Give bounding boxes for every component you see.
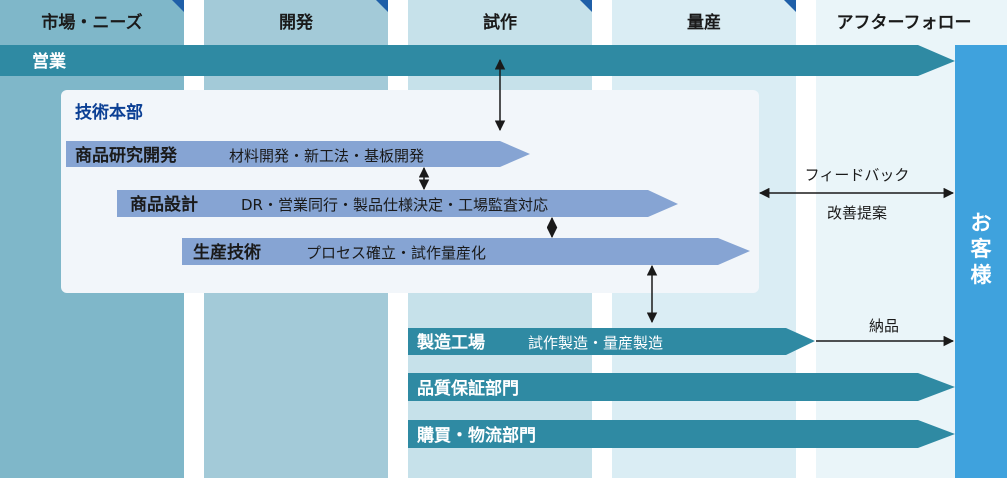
product-design-name: 商品設計: [130, 194, 198, 215]
customer-label-char: 様: [971, 263, 993, 287]
product-design-arrow: [117, 190, 678, 217]
production-tech-arrow: [182, 238, 750, 265]
connector-arrows: [418, 58, 955, 347]
research-dev-desc: 材料開発・新工法・基板開発: [229, 147, 424, 165]
sales-arrow: [0, 45, 955, 76]
customer-label-char: お: [971, 211, 992, 235]
purchasing-label: 購買・物流部門: [417, 425, 536, 446]
factory-name: 製造工場: [416, 332, 485, 353]
phase-corner-flags: [172, 0, 796, 12]
phase-header-market: 市場・ニーズ: [41, 12, 142, 33]
phase-header-mass-production: 量産: [687, 12, 721, 33]
phase-headers: 市場・ニーズ 開発 試作 量産 アフターフォロー: [41, 12, 971, 33]
delivery-label: 納品: [869, 317, 899, 335]
factory-desc: 試作製造・量産製造: [528, 334, 663, 352]
customer-bar: [955, 45, 1007, 478]
purchasing-arrow: [408, 420, 955, 448]
production-tech-name: 生産技術: [193, 242, 261, 263]
factory-arrow: [408, 328, 815, 355]
quality-label: 品質保証部門: [417, 378, 519, 399]
improvement-label: 改善提案: [827, 204, 887, 222]
phase-header-prototype: 試作: [483, 12, 517, 33]
tech-division-title: 技術本部: [75, 102, 143, 123]
customer-label-char: 客: [971, 237, 993, 261]
research-dev-name: 商品研究開発: [75, 145, 178, 166]
production-tech-desc: プロセス確立・試作量産化: [306, 244, 486, 262]
product-design-desc: DR・営業同行・製品仕様決定・工場監査対応: [241, 196, 548, 214]
corner-flag: [580, 0, 592, 12]
research-dev-arrow: [66, 141, 530, 167]
corner-flag: [376, 0, 388, 12]
corner-flag: [172, 0, 184, 12]
phase-header-after-follow: アフターフォロー: [837, 13, 972, 33]
phase-header-development: 開発: [279, 12, 314, 33]
corner-flag: [784, 0, 796, 12]
feedback-label: フィードバック: [805, 166, 910, 184]
customer-label: お客様: [971, 211, 993, 287]
quality-arrow: [408, 373, 955, 401]
sales-label: 営業: [32, 51, 66, 72]
